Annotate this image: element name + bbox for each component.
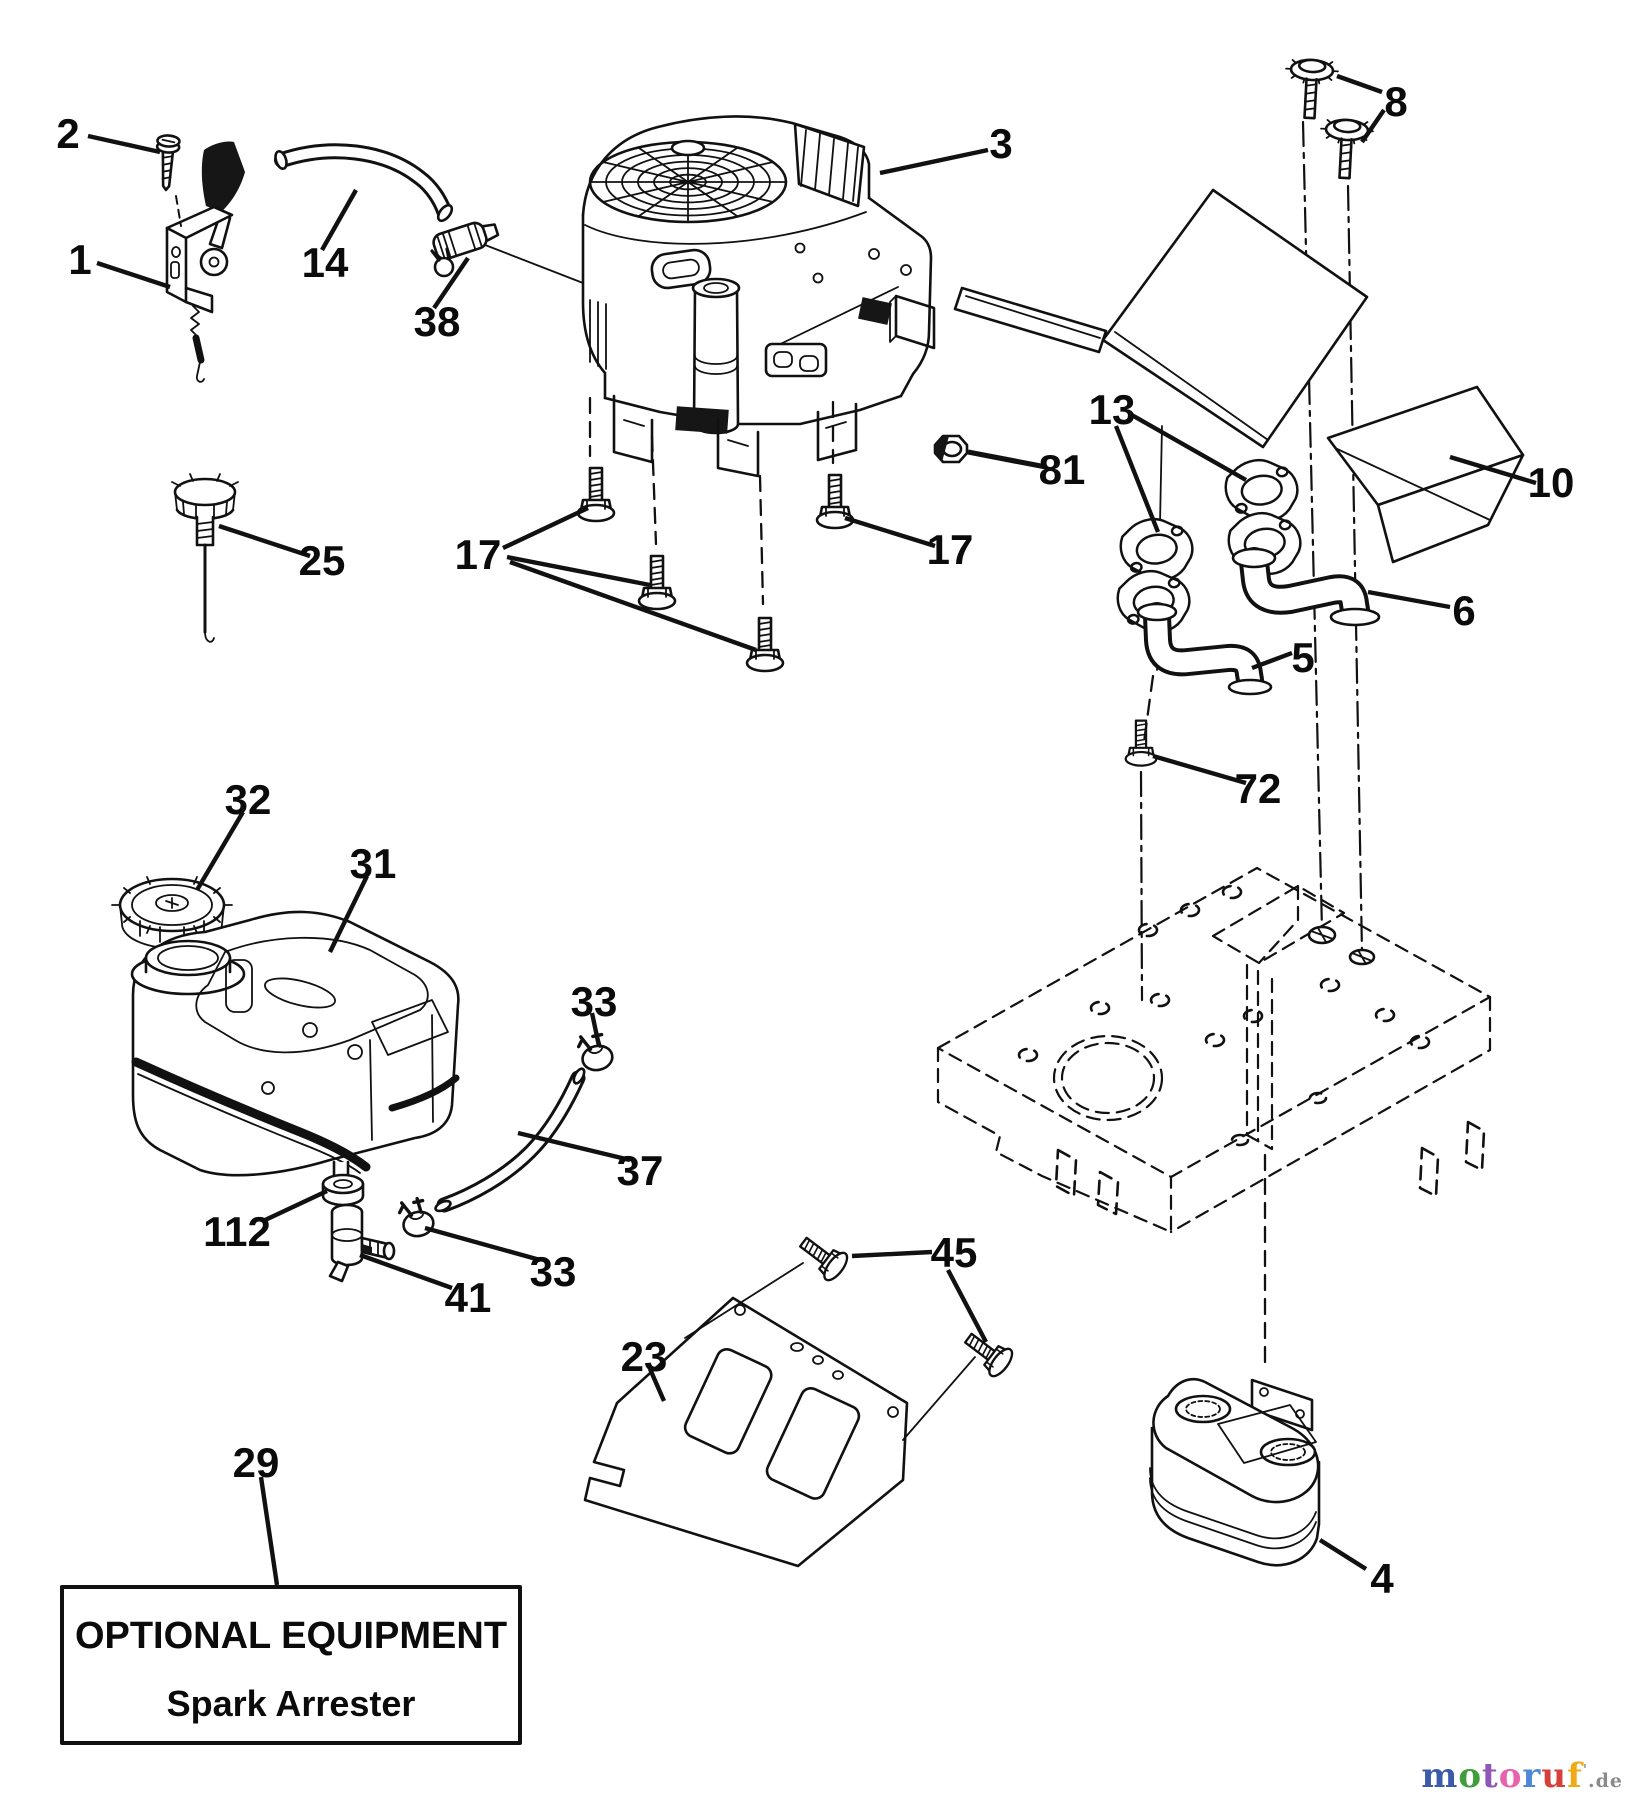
bolt-45-b [957,1324,1018,1381]
callout-part-33-upper: 33 [571,978,618,1025]
screw-2-alignment-dash [175,195,182,227]
watermark-letter: r [1522,1756,1542,1796]
watermark-letter: o [1458,1756,1482,1796]
callout-part-37: 37 [617,1147,664,1194]
hose-14-drawing [274,143,454,223]
watermark-letter: t [1482,1756,1499,1796]
bolt-72-drawing [1124,719,1158,767]
callout-part-45: 45 [931,1229,978,1276]
dipstick-tube [650,248,741,435]
fuel-cap-drawing [111,876,233,949]
callout-part-17-right: 17 [927,526,974,573]
nut-81-drawing [933,434,969,464]
callout-part-81: 81 [1039,446,1086,493]
cooling-fan-grid [588,139,788,224]
fitting-38-line [479,242,584,284]
optional-equipment-title: OPTIONAL EQUIPMENT [75,1615,507,1657]
watermark-logo: motoruf'.de [1421,1756,1623,1796]
callout-part-1: 1 [68,236,91,283]
optional-equipment-subtitle: Spark Arrester [167,1683,416,1724]
frame-screw-holes [1307,925,1376,966]
engine-drawing [581,115,936,478]
screw-2-drawing [155,134,181,192]
callout-part-72: 72 [1235,765,1282,812]
callout-part-23: 23 [621,1333,668,1380]
callout-part-31: 31 [350,840,397,887]
engine-details [589,242,936,434]
heat-shield-drawing [583,1262,976,1568]
callout-labels: 2 1 14 38 3 8 25 17 17 81 13 10 6 5 72 3… [56,78,1574,1602]
callout-part-32: 32 [225,776,272,823]
leader-lines [87,73,1537,1586]
frame-tabs [1054,1120,1486,1216]
flange-screws-8 [1282,57,1375,181]
muffler-drawing [1149,1377,1321,1567]
callout-part-41: 41 [445,1274,492,1321]
exhaust-pipe-6 [1231,547,1381,627]
engine-mounting-feet [612,394,858,478]
deflector-drawing [953,188,1525,564]
callout-part-38: 38 [414,298,461,345]
callout-part-29: 29 [233,1439,280,1486]
fitting-38-drawing [432,221,500,261]
chassis-frame-dashed [936,866,1492,1234]
callout-part-4: 4 [1370,1555,1394,1602]
watermark-letter: o [1498,1756,1523,1796]
watermark-letter: m [1421,1756,1459,1796]
fuel-tank-drawing [130,910,460,1178]
choke-cable-drawing [171,473,239,643]
fuel-valve-41-drawing [328,1203,396,1283]
optional-equipment-box: OPTIONAL EQUIPMENT Spark Arrester [60,1585,522,1745]
callout-part-8: 8 [1384,78,1407,125]
callout-part-13: 13 [1089,386,1136,433]
callout-part-112: 112 [203,1208,271,1255]
callout-part-33-lower: 33 [530,1248,577,1295]
exhaust-pipe-5 [1136,602,1273,696]
clamp-38-drawing [430,247,455,278]
watermark-suffix: .de [1588,1770,1623,1792]
hose-clamp-33-lower [395,1194,438,1241]
callout-part-10: 10 [1528,459,1575,506]
watermark-letter: f [1567,1756,1583,1796]
callout-part-2: 2 [56,110,79,157]
frame-holes [1017,884,1431,1147]
watermark-tick: ' [1582,1762,1588,1779]
callout-part-17-left: 17 [455,531,502,578]
callout-part-25: 25 [299,537,346,584]
callout-part-5: 5 [1291,634,1314,681]
cylinder-fins [793,122,866,208]
engine-bolts-17 [576,396,855,673]
callout-part-3: 3 [989,120,1012,167]
fuel-line-37-drawing [434,1067,586,1213]
callout-part-14: 14 [302,239,349,286]
bolt-45-a [792,1228,853,1285]
throttle-control-drawing [165,141,245,383]
watermark-letter: u [1541,1756,1568,1796]
bushing-112-drawing [321,1173,365,1207]
callout-part-6: 6 [1452,587,1475,634]
